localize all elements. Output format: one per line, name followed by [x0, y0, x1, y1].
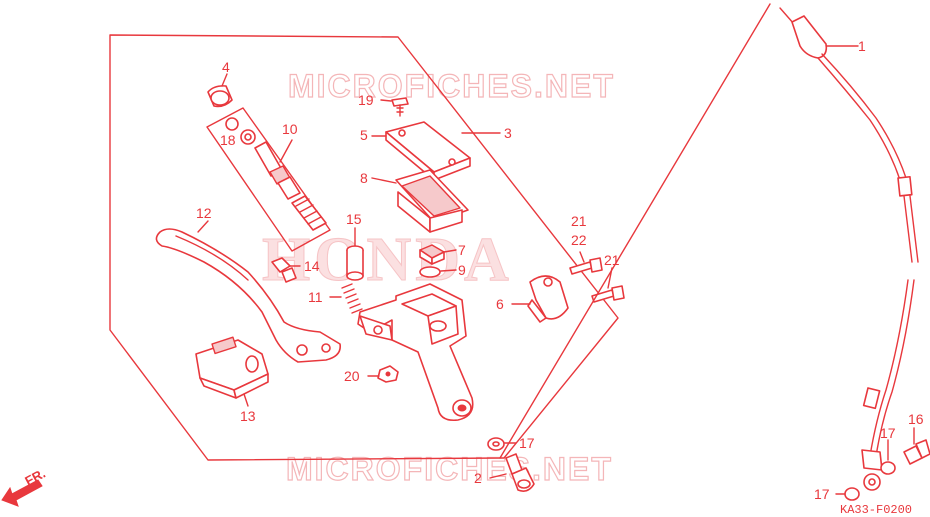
callout-19: 19	[358, 92, 374, 108]
boot-part	[207, 85, 233, 108]
callout-10: 10	[282, 121, 298, 137]
callout-20: 20	[344, 368, 360, 384]
callout-11: 11	[308, 289, 323, 305]
watermark-top: MICROFICHES.NET	[288, 68, 615, 104]
callout-14: 14	[304, 258, 320, 274]
callout-16: 16	[908, 411, 924, 427]
assembly-outline	[109, 34, 619, 461]
callout-17-upper: 17	[519, 435, 535, 451]
sealing-washer-right	[880, 461, 896, 475]
brand-watermark: HONDA	[262, 226, 513, 294]
callout-13: 13	[240, 408, 256, 424]
pivot-bolt-part	[346, 245, 364, 281]
screw-part	[391, 97, 409, 117]
brake-switch-part	[195, 336, 269, 399]
brake-lever-part	[155, 228, 342, 363]
callout-3: 3	[504, 125, 512, 141]
callout-2: 2	[474, 470, 482, 486]
holder-bolt-upper	[569, 257, 603, 275]
diaphragm-part	[395, 169, 469, 233]
master-cylinder-body	[357, 283, 474, 422]
o-ring-part	[419, 266, 441, 278]
diagram-code: KA33-F0200	[840, 503, 912, 517]
callout-8: 8	[360, 170, 368, 186]
callout-9: 9	[458, 262, 466, 278]
callout-6: 6	[496, 296, 504, 312]
sealing-washer-lower	[844, 487, 860, 501]
callout-21-lower: 21	[604, 252, 620, 268]
watermark-bottom: MICROFICHES.NET	[286, 451, 613, 487]
callout-12: 12	[196, 205, 212, 221]
piston-kit-outline	[206, 107, 331, 252]
callout-15: 15	[346, 211, 362, 227]
callout-7: 7	[458, 242, 466, 258]
callout-5: 5	[360, 127, 368, 143]
holder-part	[527, 275, 569, 323]
hose-part	[499, 3, 919, 491]
bolt-oil-part	[505, 453, 535, 492]
direction-label: FR.	[22, 466, 48, 489]
cap-nut-part	[377, 365, 399, 383]
callout-21-upper: 21	[571, 213, 587, 229]
union-bolt-part	[903, 439, 930, 465]
callout-1: 1	[858, 38, 866, 54]
callout-17-right: 17	[880, 425, 896, 441]
spring-part	[341, 283, 363, 314]
piston-set-part	[254, 141, 327, 231]
circlip-part	[225, 117, 256, 145]
front-direction-arrow: FR.	[1, 466, 48, 507]
callout-4: 4	[222, 59, 230, 75]
holder-bolt-lower	[591, 285, 625, 303]
callout-18: 18	[220, 132, 236, 148]
callout-22: 22	[571, 232, 587, 248]
callout-17-lower: 17	[814, 486, 830, 502]
